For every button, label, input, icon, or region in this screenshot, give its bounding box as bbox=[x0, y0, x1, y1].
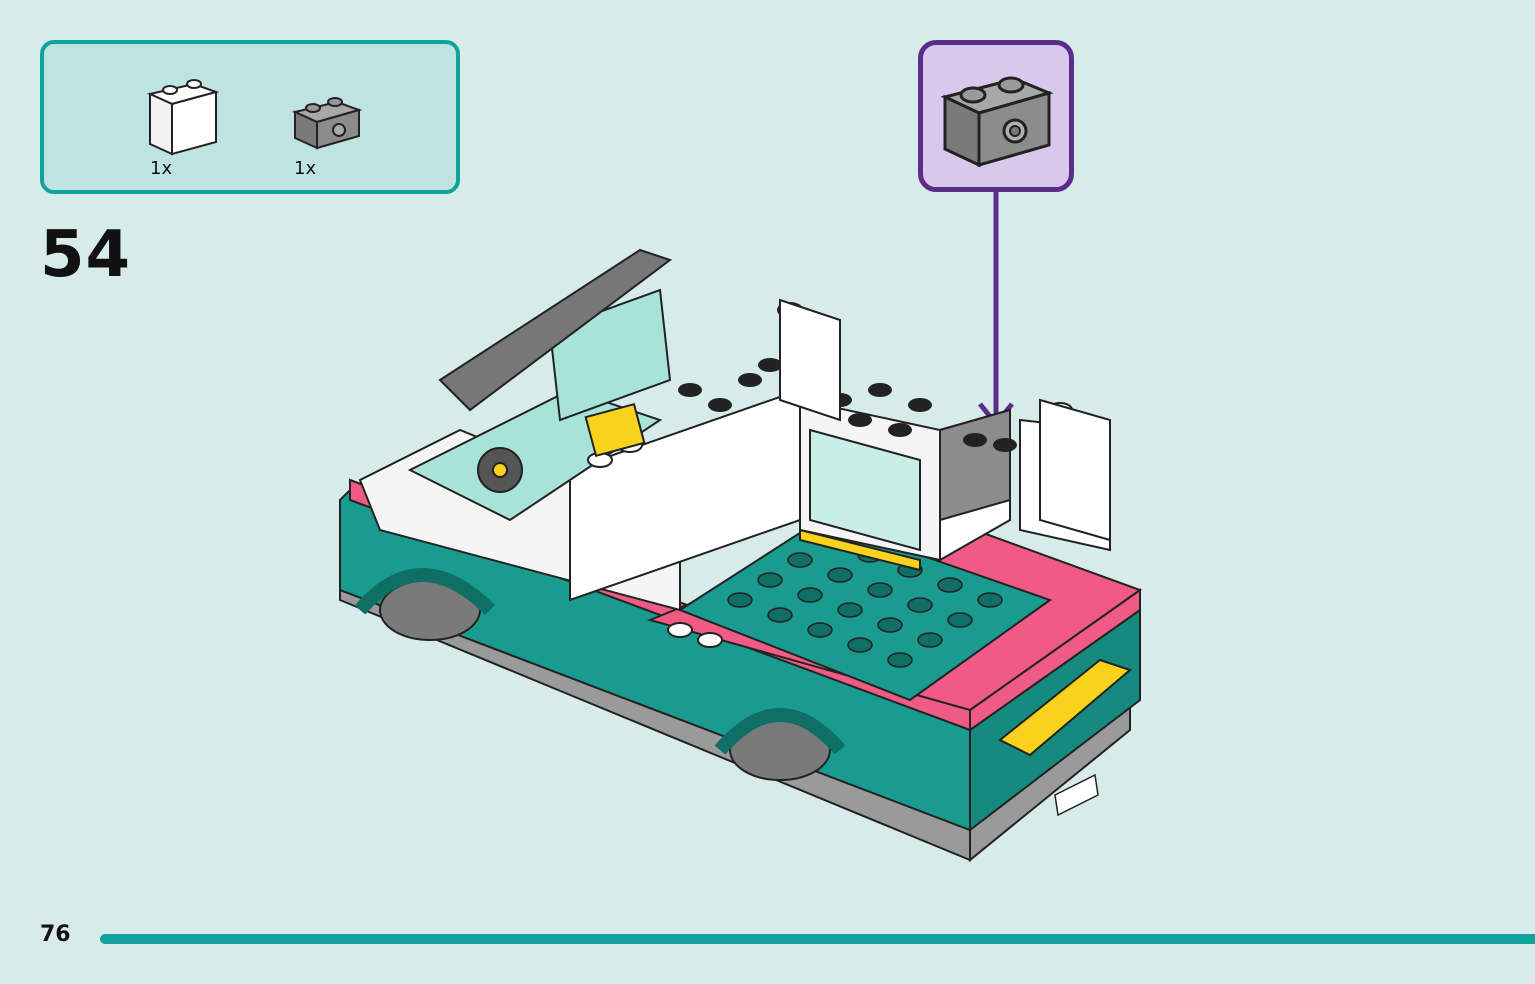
part-1-quantity: 1x bbox=[150, 158, 173, 179]
part-2-quantity: 1x bbox=[294, 158, 317, 179]
callout-gray-brick-image bbox=[940, 76, 1054, 168]
page-progress-bar bbox=[100, 934, 1535, 944]
white-brick-2x1x2-part-image bbox=[144, 64, 224, 160]
ambulance-model-illustration bbox=[320, 230, 1160, 874]
gray-technic-brick-part-image bbox=[289, 90, 365, 152]
callout-box bbox=[918, 40, 1074, 192]
page-number: 76 bbox=[40, 922, 71, 947]
parts-list-box: 1x 1x bbox=[40, 40, 460, 194]
step-number: 54 bbox=[40, 218, 132, 292]
